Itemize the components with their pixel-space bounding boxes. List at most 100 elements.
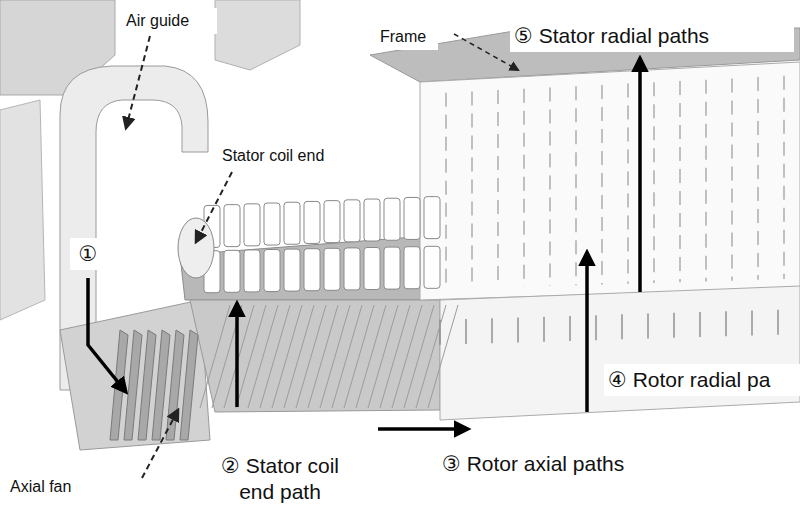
stator-slot [757, 77, 758, 280]
part-label: Air guide [122, 8, 217, 34]
coil-block [384, 247, 400, 289]
flow-arrow [638, 58, 642, 292]
part-label: ⑤ Stator radial paths [510, 20, 794, 52]
stator-slot [653, 82, 654, 283]
flow-arrow [378, 427, 468, 431]
stator-slot [523, 89, 524, 287]
hatch-line [356, 305, 386, 408]
part-label: Frame [376, 24, 438, 50]
leader-line [454, 34, 518, 70]
rotor-slot [673, 313, 674, 338]
coil-block [324, 201, 340, 243]
hatch-line [296, 305, 326, 408]
stator-slot [445, 93, 446, 290]
part-label: ② Stator coil end path [205, 450, 355, 509]
stator-slot [575, 86, 576, 285]
coil-block [264, 203, 280, 245]
rotor-slot [621, 314, 622, 339]
rotor-body [440, 286, 800, 420]
leader-line [126, 36, 150, 128]
rotor-slot [465, 319, 466, 344]
stator-core [420, 62, 800, 300]
coil-block [424, 197, 440, 239]
rotor-slot [543, 317, 544, 342]
coil-block [284, 202, 300, 244]
part-label: ③ Rotor axial paths [438, 448, 688, 480]
stator-slot [471, 91, 472, 288]
coil-block [304, 249, 320, 291]
flow-arrow [88, 278, 126, 392]
hatch-line [248, 305, 278, 408]
stator-slot [705, 80, 706, 282]
hatch-line [428, 305, 458, 408]
hatch-line [260, 305, 290, 408]
part-label: Axial fan [6, 474, 126, 500]
rotor-slot [517, 317, 518, 342]
rotor-slot [491, 318, 492, 343]
stator-slot [549, 88, 550, 287]
coil-block [284, 249, 300, 291]
rotor-hatch [200, 305, 458, 408]
coil-block [264, 250, 280, 292]
coil-block [344, 200, 360, 242]
hatch-line [332, 305, 362, 408]
coil-block [424, 246, 440, 288]
hatch-line [368, 305, 398, 408]
stator-slot [679, 81, 680, 282]
coil-block [404, 197, 420, 239]
stator-slot [627, 84, 628, 284]
leader-line [142, 410, 178, 478]
stator-slot [601, 85, 602, 285]
coil-block [404, 247, 420, 289]
coil-block [344, 248, 360, 290]
flow-arrow [585, 252, 589, 412]
rotor-slot [595, 315, 596, 340]
coil-block [324, 248, 340, 290]
rotor-slot [725, 311, 726, 336]
hatch-line [212, 305, 242, 408]
hatch-line [272, 305, 302, 408]
coil-block [244, 250, 260, 292]
rotor-slot [751, 310, 752, 335]
hatch-line [236, 305, 266, 408]
rotor-slot [647, 314, 648, 339]
stator-slot [783, 76, 784, 279]
fan-blade [180, 330, 198, 440]
part-label: ④ Rotor radial pa [604, 364, 800, 396]
housing-block [215, 0, 300, 70]
fan-blades [110, 330, 198, 440]
flow-arrow [235, 303, 239, 407]
rotor-slot [777, 310, 778, 335]
hatch-line [404, 305, 434, 408]
leader-line [196, 172, 232, 242]
coil-block [304, 201, 320, 243]
hatch-line [392, 305, 422, 408]
coil-end-ring [178, 218, 214, 278]
hatch-line [380, 305, 410, 408]
stator-slot [497, 90, 498, 288]
hatch-line [308, 305, 338, 408]
coil-block [224, 205, 240, 247]
hatch-line [284, 305, 314, 408]
coil-block [384, 198, 400, 240]
part-label: Stator coil end [218, 143, 360, 169]
coil-block [364, 199, 380, 241]
coil-block [244, 204, 260, 246]
hatch-line [224, 305, 254, 408]
rotor-end-region [190, 300, 440, 412]
slot-lines [440, 76, 784, 345]
rotor-slot [699, 312, 700, 337]
coil-block [224, 250, 240, 292]
axial-fan [60, 300, 210, 450]
stator-slot [731, 78, 732, 280]
rotor-slot [569, 316, 570, 341]
hatch-line [416, 305, 446, 408]
coil-block [364, 248, 380, 290]
housing-wall [0, 100, 45, 320]
hatch-line [344, 305, 374, 408]
hatch-line [200, 305, 230, 408]
